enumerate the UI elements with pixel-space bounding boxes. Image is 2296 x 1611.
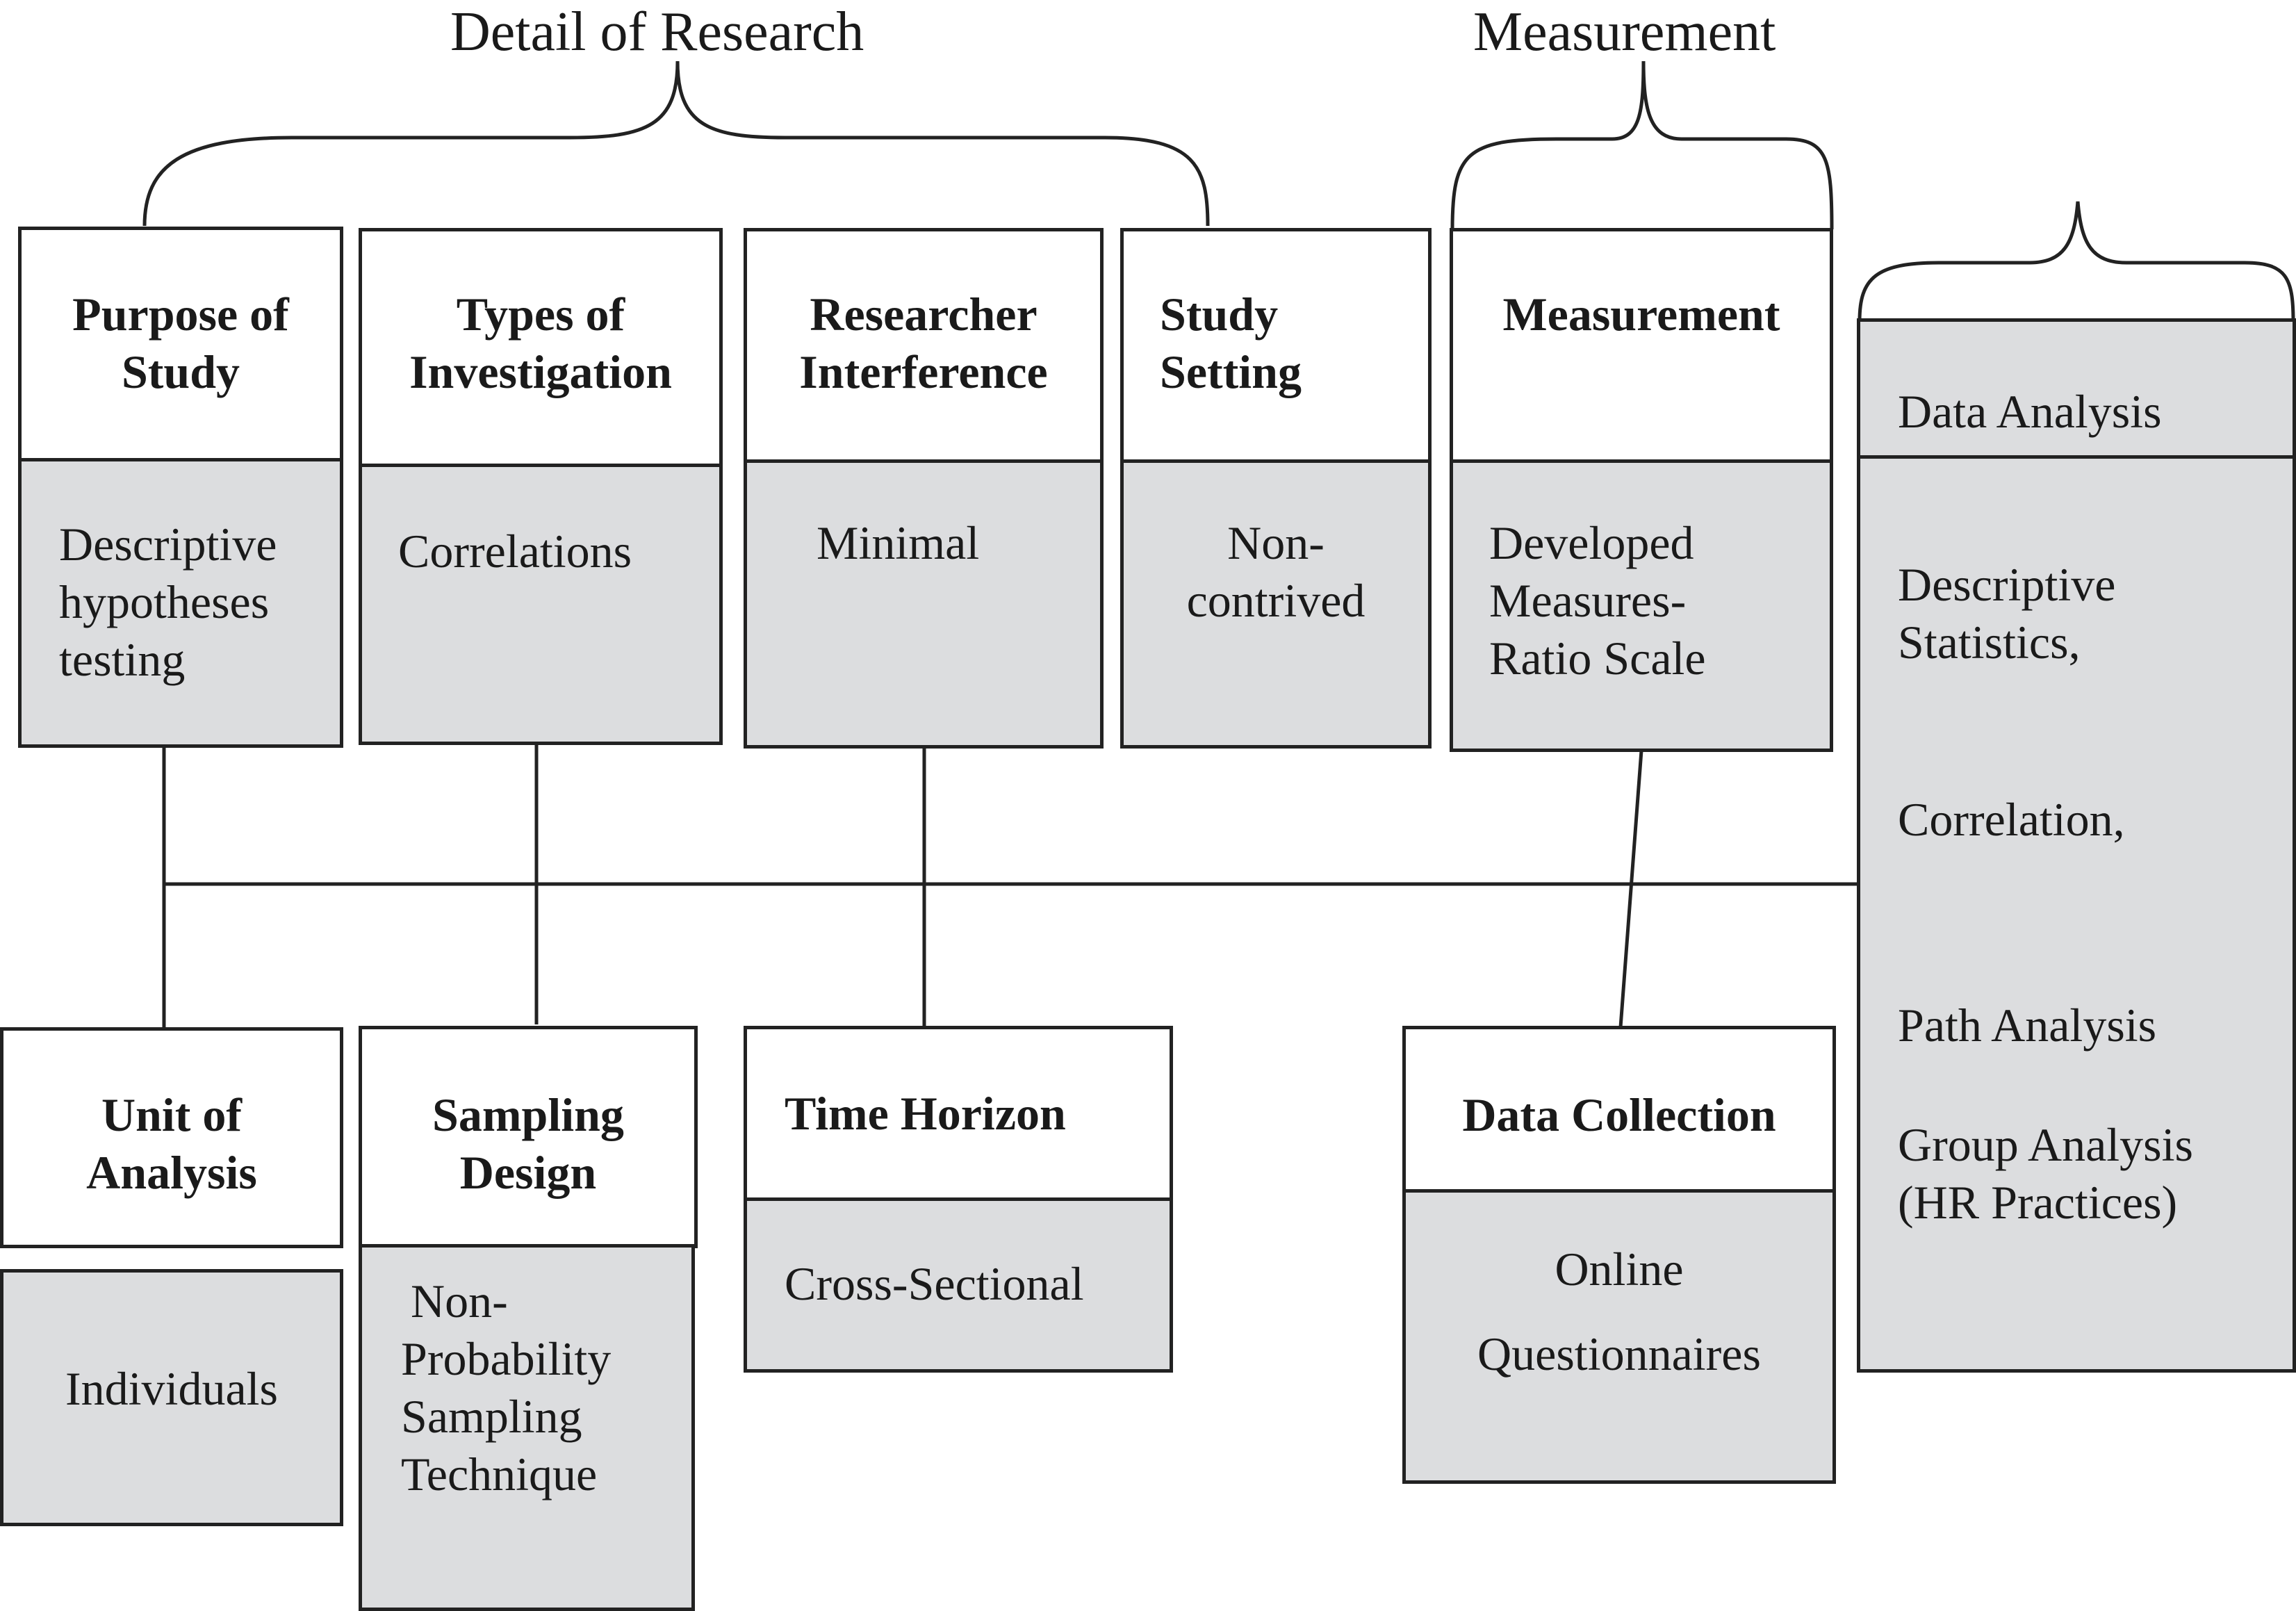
sampling-design-header: Sampling Design — [359, 1026, 698, 1248]
data-collection-value: Online Questionnaires — [1477, 1243, 1761, 1381]
data-analysis-item: Descriptive Statistics, — [1898, 558, 2116, 669]
measurement-value-box: Developed Measures- Ratio Scale — [1450, 459, 1833, 752]
brace-measurement — [1450, 60, 1834, 230]
study-setting-value-box: Non- contrived — [1120, 459, 1432, 749]
data-collection-header: Data Collection — [1402, 1026, 1836, 1193]
sampling-design-value-box: Non- Probability Sampling Technique — [359, 1244, 695, 1611]
types-of-investigation-value: Correlations — [398, 525, 632, 578]
types-of-investigation-title: Types of Investigation — [409, 288, 672, 398]
data-analysis-item: Group Analysis (HR Practices) — [1898, 1118, 2193, 1229]
study-setting-value: Non- contrived — [1186, 516, 1366, 627]
brace-data-analysis — [1858, 201, 2295, 322]
types-of-investigation-value-box: Correlations — [359, 464, 723, 745]
unit-of-analysis-title: Unit of Analysis — [86, 1088, 257, 1199]
measurement-header: Measurement — [1450, 228, 1833, 463]
group-title-detail-of-research: Detail of Research — [450, 1, 864, 63]
unit-of-analysis-header: Unit of Analysis — [0, 1027, 343, 1248]
researcher-interference-header: Researcher Interference — [744, 228, 1104, 463]
data-analysis-title: Data Analysis — [1898, 385, 2162, 438]
researcher-interference-value: Minimal — [817, 516, 980, 569]
types-of-investigation-header: Types of Investigation — [359, 228, 723, 467]
study-setting-header: Study Setting — [1120, 228, 1432, 463]
study-setting-title: Study Setting — [1160, 288, 1302, 398]
sampling-design-title: Sampling Design — [432, 1088, 624, 1199]
sampling-design-value: Non- Probability Sampling Technique — [401, 1275, 612, 1500]
purpose-of-study-title: Purpose of Study — [72, 288, 289, 398]
data-analysis-item: Path Analysis — [1898, 999, 2157, 1052]
purpose-of-study-value-box: Descriptive hypotheses testing — [18, 458, 343, 748]
data-collection-title: Data Collection — [1462, 1088, 1776, 1141]
measurement-value: Developed Measures- Ratio Scale — [1489, 516, 1706, 685]
researcher-interference-value-box: Minimal — [744, 459, 1104, 749]
time-horizon-value: Cross-Sectional — [785, 1257, 1084, 1310]
data-collection-value-box: Online Questionnaires — [1402, 1189, 1836, 1484]
time-horizon-title: Time Horizon — [785, 1087, 1066, 1140]
purpose-of-study-header: Purpose of Study — [18, 227, 343, 461]
time-horizon-header: Time Horizon — [744, 1026, 1173, 1201]
connector-measurement-collection — [1618, 750, 1643, 1028]
unit-of-analysis-value: Individuals — [65, 1362, 278, 1415]
data-analysis-header: Data Analysis — [1857, 318, 2296, 459]
purpose-of-study-value: Descriptive hypotheses testing — [59, 518, 277, 686]
group-title-measurement: Measurement — [1473, 1, 1776, 63]
data-analysis-items-box: Descriptive Statistics, Correlation, Pat… — [1857, 455, 2296, 1373]
brace-detail-of-research — [142, 60, 1210, 227]
data-analysis-item: Correlation, — [1898, 793, 2125, 846]
time-horizon-value-box: Cross-Sectional — [744, 1197, 1173, 1373]
unit-of-analysis-value-box: Individuals — [0, 1269, 343, 1526]
researcher-interference-title: Researcher Interference — [799, 288, 1048, 398]
measurement-title: Measurement — [1502, 288, 1780, 341]
